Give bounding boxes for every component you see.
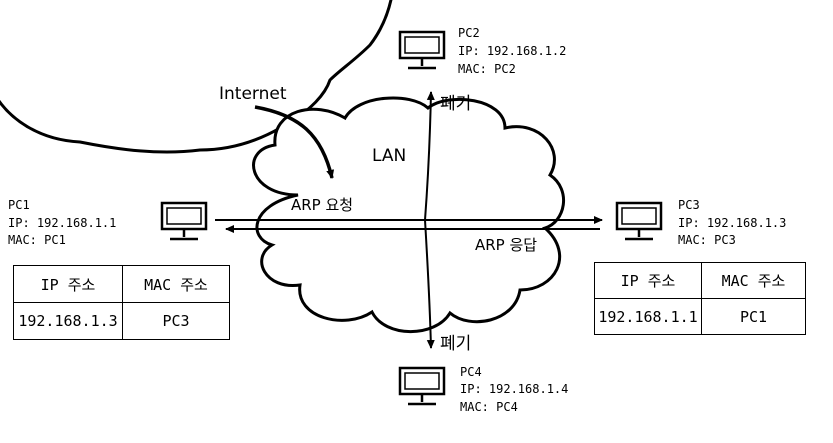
internet-cloud [0, 0, 393, 154]
pc4-ip: IP: 192.168.1.4 [460, 382, 569, 396]
pc1-table-col-ip: IP 주소 [13, 265, 123, 303]
pc4-monitor-icon [398, 366, 446, 406]
arp-reply-label: ARP 응답 [475, 236, 538, 254]
internet-label: Internet [219, 84, 287, 104]
pc3-table-col-mac: MAC 주소 [701, 262, 806, 299]
pc3-ip: IP: 192.168.1.3 [678, 216, 787, 230]
pc2-monitor-icon [398, 30, 446, 70]
pc3-arp-table: IP 주소 MAC 주소 192.168.1.1 PC1 [594, 262, 806, 335]
pc3-table-row-ip: 192.168.1.1 [594, 298, 702, 335]
pc4-name: PC4 [460, 365, 482, 379]
lan-label: LAN [372, 146, 407, 166]
pc3-name: PC3 [678, 198, 700, 212]
pc4-discard-label: 폐기 [440, 334, 472, 354]
pc1-table-col-mac: MAC 주소 [122, 265, 230, 303]
pc3-table-row-mac: PC1 [701, 298, 806, 335]
pc1-table-row-ip: 192.168.1.3 [13, 302, 123, 340]
lan-cloud [252, 96, 566, 334]
pc3-monitor-icon [615, 201, 663, 241]
pc1-ip: IP: 192.168.1.1 [8, 216, 117, 230]
pc1-name: PC1 [8, 198, 30, 212]
pc4-mac: MAC: PC4 [460, 400, 518, 414]
pc2-name: PC2 [458, 26, 480, 40]
pc1-table-row-mac: PC3 [122, 302, 230, 340]
pc2-mac: MAC: PC2 [458, 62, 516, 76]
pc3-table-col-ip: IP 주소 [594, 262, 702, 299]
pc1-mac: MAC: PC1 [8, 233, 66, 247]
pc1-monitor-icon [160, 201, 208, 241]
pc3-mac: MAC: PC3 [678, 233, 736, 247]
broadcast-to-pc4 [424, 219, 435, 349]
internet-arrow [254, 105, 335, 179]
arp-request-label: ARP 요청 [291, 196, 354, 214]
pc2-discard-label: 폐기 [440, 94, 472, 114]
pc2-ip: IP: 192.168.1.2 [458, 44, 567, 58]
broadcast-to-pc2 [424, 91, 435, 221]
pc1-arp-table: IP 주소 MAC 주소 192.168.1.3 PC3 [13, 265, 230, 340]
